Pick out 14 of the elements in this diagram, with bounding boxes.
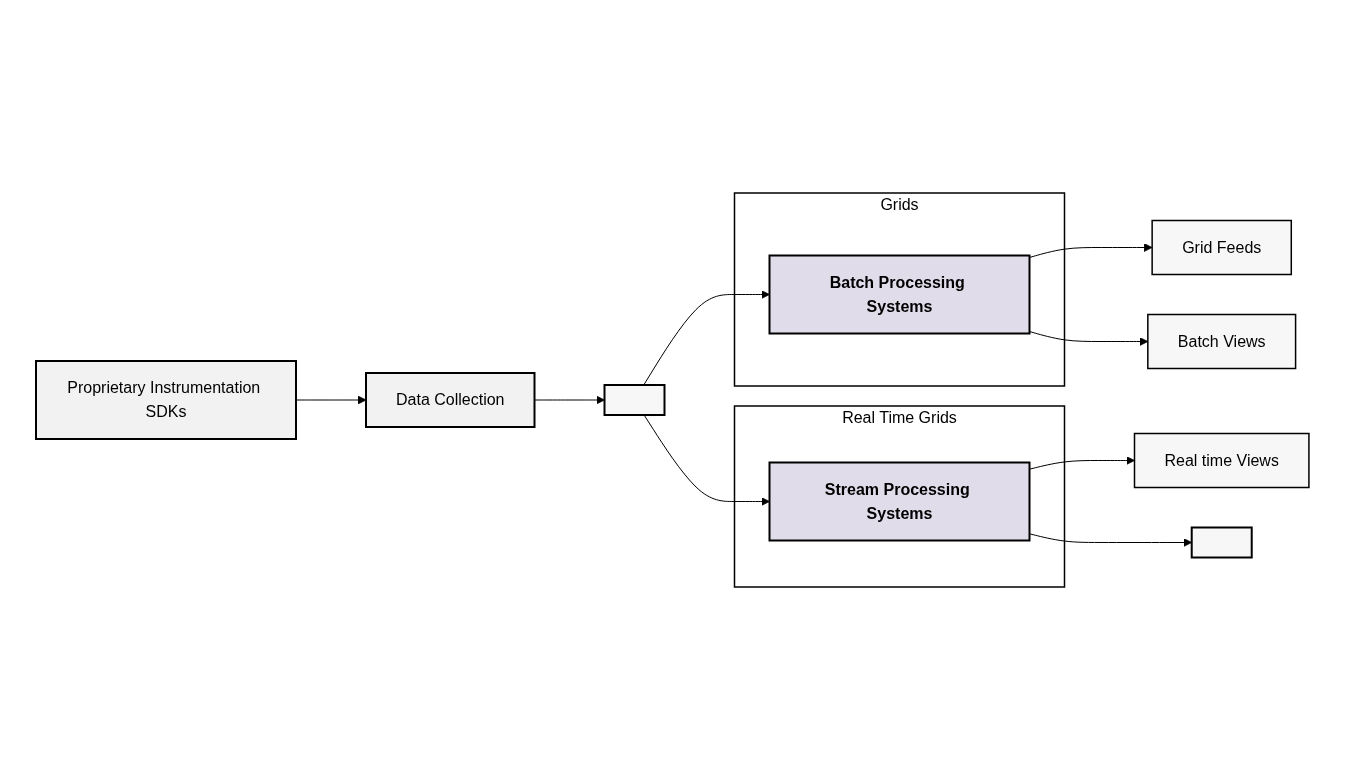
arrow	[643, 290, 770, 386]
arrow	[1029, 456, 1135, 470]
arrow	[534, 395, 605, 405]
node-box: Grid Feeds	[1151, 219, 1293, 276]
node-box: Proprietary Instrumentation SDKs	[35, 360, 298, 440]
node-box: Stream Processing Systems	[768, 461, 1031, 542]
arrow	[1029, 243, 1153, 258]
arrow	[643, 414, 770, 506]
node-box: Batch Views	[1147, 313, 1297, 370]
node-box	[603, 384, 666, 416]
node-box	[1190, 526, 1253, 559]
node-box: Data Collection	[365, 372, 536, 428]
node-box: Batch Processing Systems	[768, 254, 1031, 335]
node-box: Real time Views	[1133, 432, 1310, 489]
